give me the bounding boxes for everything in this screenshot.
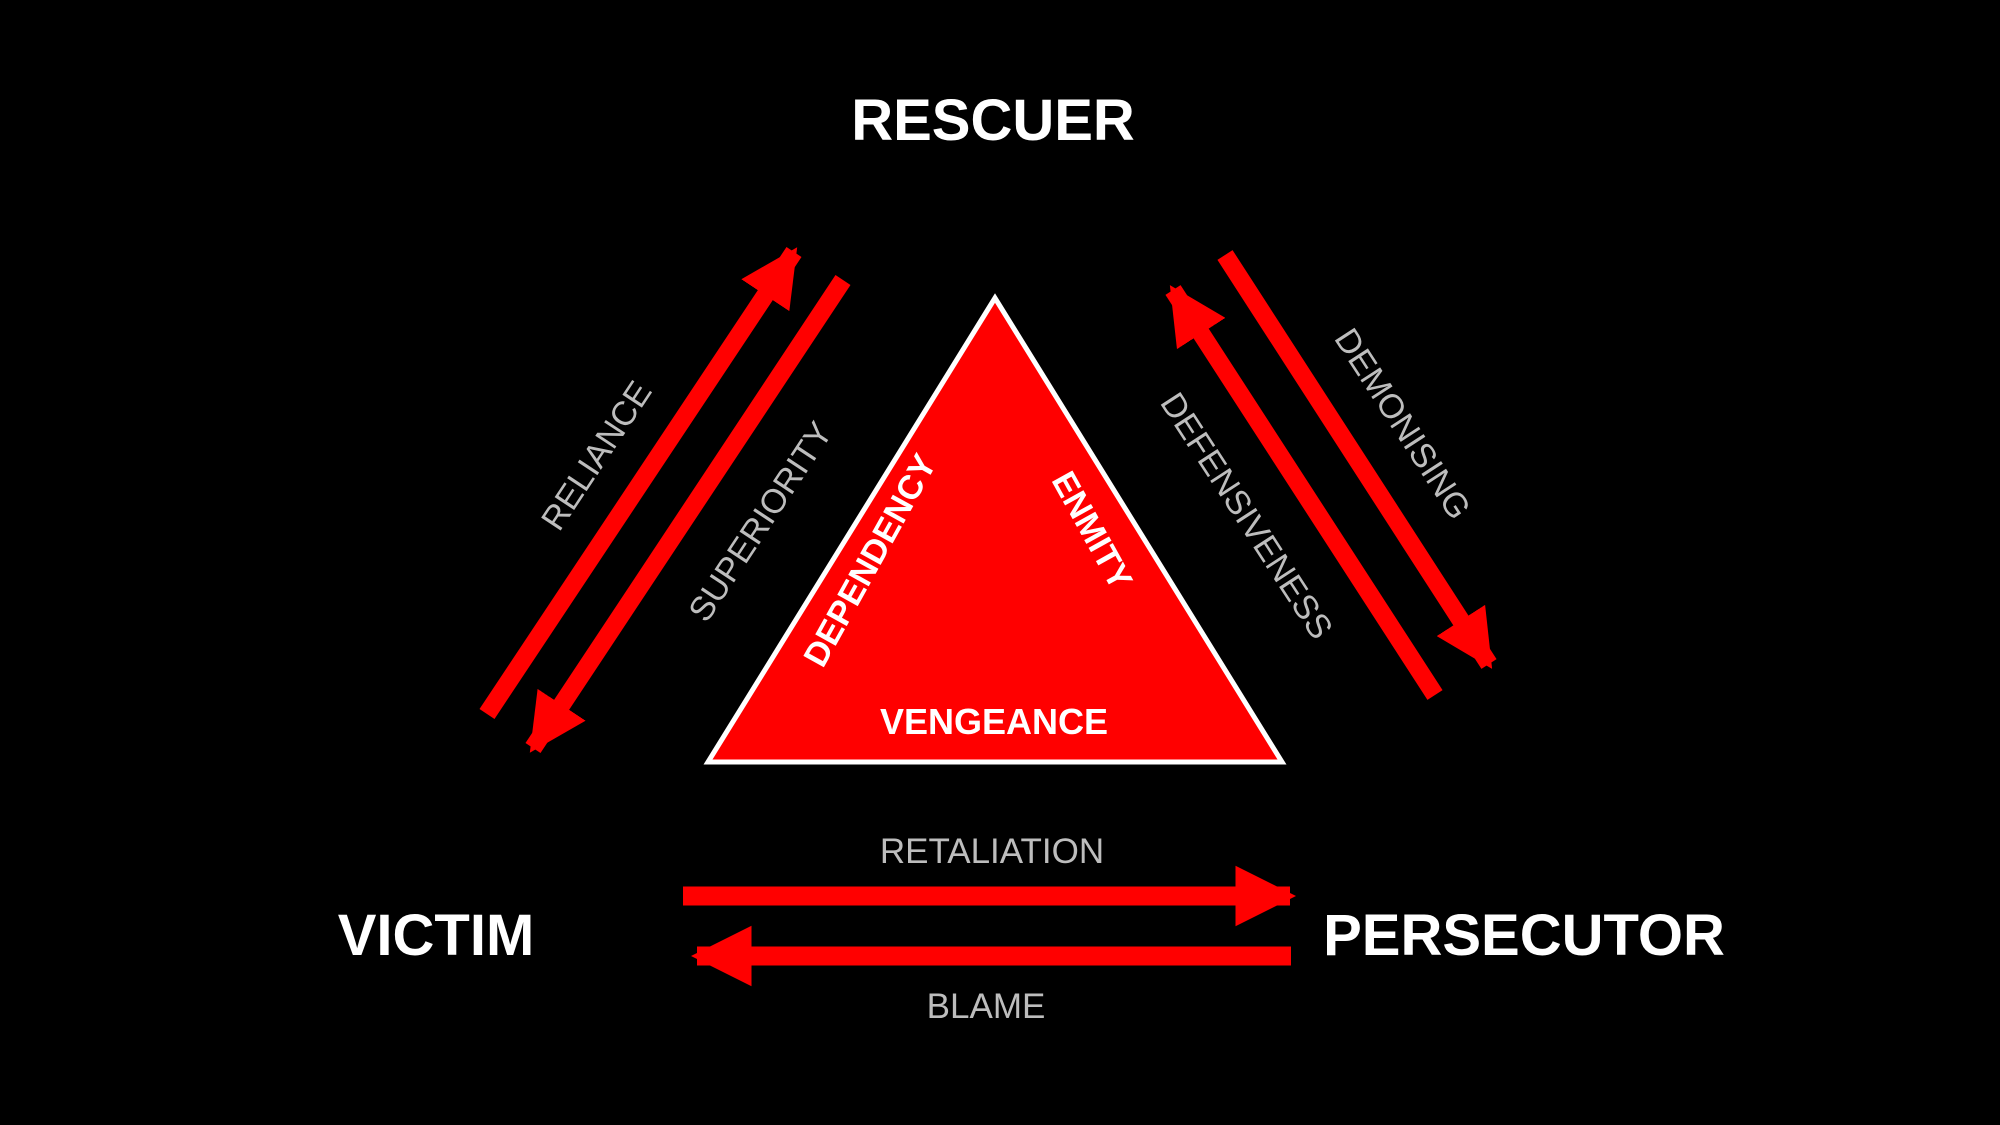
role-victim: VICTIM [338,903,535,968]
edge-label-retaliation: RETALIATION [880,832,1104,871]
edge-label-demonising: DEMONISING [1327,322,1478,526]
arrow-reliance [479,247,802,719]
arrow-superiority [525,275,851,753]
inner-label-vengeance: VENGEANCE [880,701,1108,742]
role-persecutor: PERSECUTOR [1323,903,1725,968]
edge-label-reliance: RELIANCE [534,375,660,538]
arrow-defensiveness [1165,285,1443,700]
central-triangle [703,293,1287,765]
arrow-demonising [1217,250,1497,669]
role-rescuer: RESCUER [851,88,1135,153]
edge-label-blame: BLAME [927,987,1046,1026]
